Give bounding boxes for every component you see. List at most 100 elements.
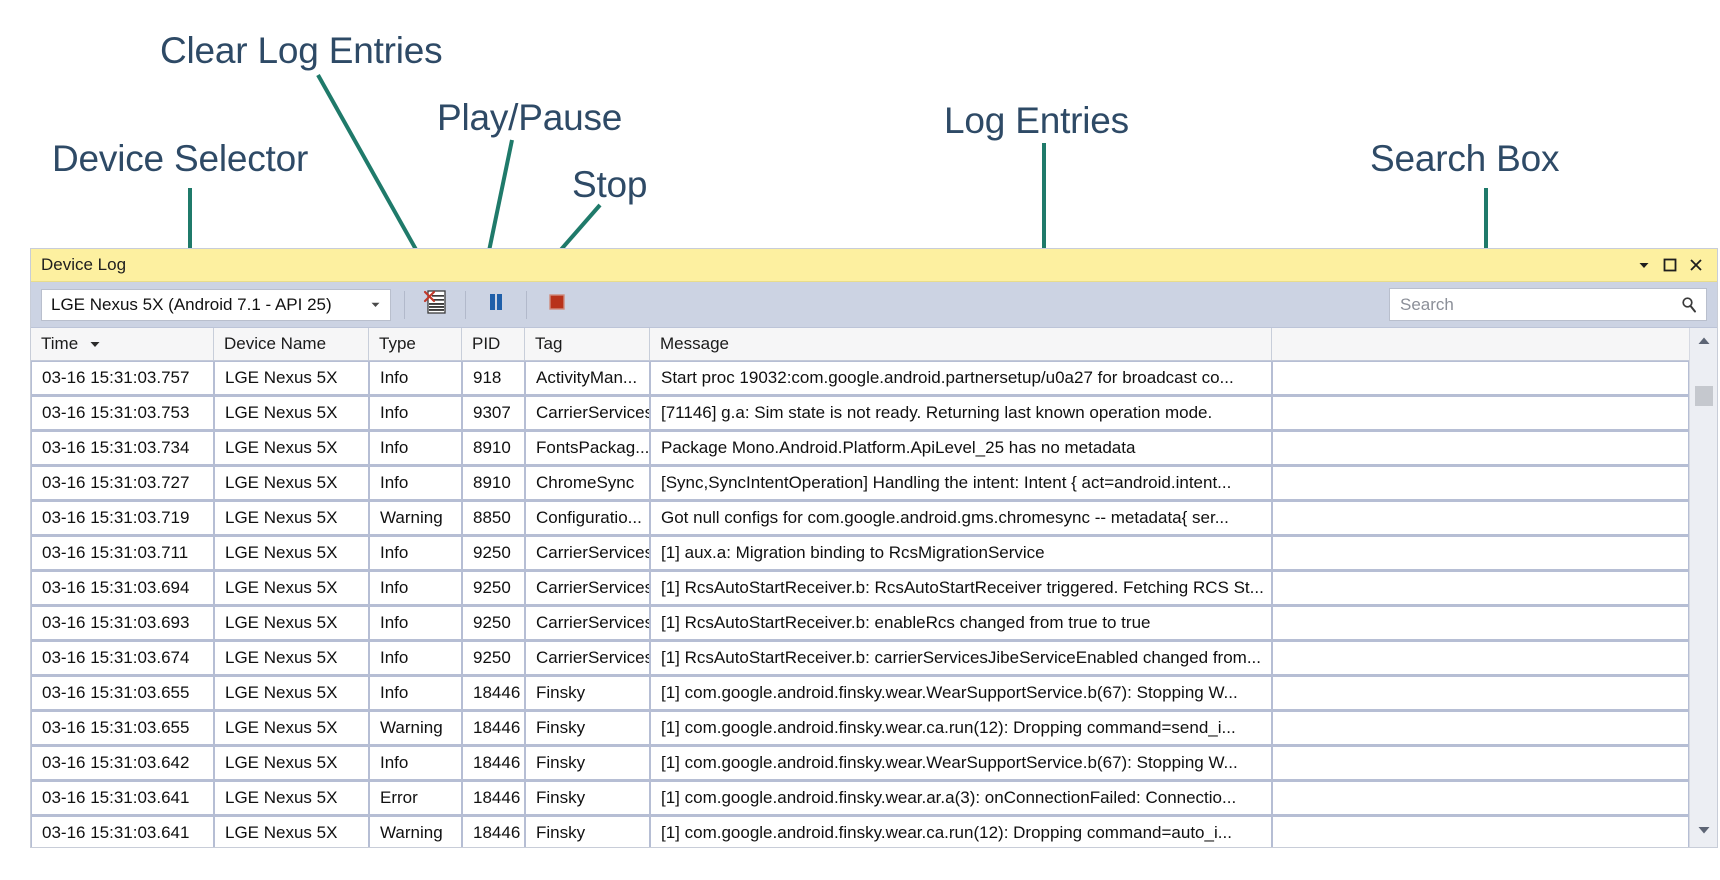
chevron-down-icon[interactable] — [366, 299, 384, 310]
clear-log-button[interactable] — [418, 288, 452, 322]
cell-message: Got null configs for com.google.android.… — [650, 501, 1272, 534]
cell-time: 03-16 15:31:03.642 — [31, 746, 214, 779]
chevron-down-icon[interactable] — [1631, 252, 1657, 278]
window-titlebar: Device Log — [31, 249, 1717, 282]
annotation-label-clear-log-entries: Clear Log Entries — [160, 30, 443, 71]
annotation-label-play-pause: Play/Pause — [437, 97, 623, 138]
cell-type: Info — [369, 676, 462, 709]
cell-extra — [1272, 536, 1689, 569]
toolbar-separator-1 — [404, 290, 405, 319]
search-icon[interactable] — [1676, 292, 1702, 318]
cell-pid: 18446 — [462, 816, 525, 847]
triangle-down-icon — [1697, 823, 1711, 841]
cell-extra — [1272, 431, 1689, 464]
cell-message: [Sync,SyncIntentOperation] Handling the … — [650, 466, 1272, 499]
cell-pid: 9307 — [462, 396, 525, 429]
cell-time: 03-16 15:31:03.734 — [31, 431, 214, 464]
cell-device-name: LGE Nexus 5X — [214, 466, 369, 499]
cell-type: Warning — [369, 711, 462, 744]
stop-button[interactable] — [540, 288, 574, 322]
column-header-extra[interactable] — [1272, 328, 1689, 360]
cell-message: [1] RcsAutoStartReceiver.b: carrierServi… — [650, 641, 1272, 674]
scroll-down-button[interactable] — [1690, 817, 1718, 847]
clear-log-icon — [421, 288, 449, 321]
cell-tag: CarrierServices — [525, 536, 650, 569]
cell-tag: Finsky — [525, 781, 650, 814]
column-header-pid[interactable]: PID — [462, 328, 525, 360]
grid-header-row: Time Device Name Type PID Tag Message — [31, 328, 1689, 361]
cell-pid: 918 — [462, 361, 525, 394]
cell-device-name: LGE Nexus 5X — [214, 501, 369, 534]
cell-type: Info — [369, 746, 462, 779]
cell-device-name: LGE Nexus 5X — [214, 641, 369, 674]
triangle-up-icon — [1697, 334, 1711, 352]
cell-pid: 18446 — [462, 676, 525, 709]
maximize-icon[interactable] — [1657, 252, 1683, 278]
search-box[interactable] — [1389, 288, 1707, 321]
cell-pid: 8910 — [462, 466, 525, 499]
vertical-scrollbar[interactable] — [1689, 328, 1717, 847]
column-header-device-name[interactable]: Device Name — [214, 328, 369, 360]
cell-time: 03-16 15:31:03.655 — [31, 676, 214, 709]
cell-message: [1] aux.a: Migration binding to RcsMigra… — [650, 536, 1272, 569]
cell-tag: ActivityMan... — [525, 361, 650, 394]
cell-time: 03-16 15:31:03.655 — [31, 711, 214, 744]
log-entries-table: Time Device Name Type PID Tag Message — [31, 328, 1717, 847]
play-pause-button[interactable] — [479, 288, 513, 322]
cell-tag: CarrierServices — [525, 641, 650, 674]
cell-time: 03-16 15:31:03.641 — [31, 781, 214, 814]
cell-extra — [1272, 396, 1689, 429]
column-header-time-label: Time — [41, 334, 79, 353]
column-header-type[interactable]: Type — [369, 328, 462, 360]
cell-tag: Configuratio... — [525, 501, 650, 534]
cell-time: 03-16 15:31:03.757 — [31, 361, 214, 394]
cell-extra — [1272, 606, 1689, 639]
cell-pid: 9250 — [462, 641, 525, 674]
cell-type: Info — [369, 466, 462, 499]
scroll-up-button[interactable] — [1690, 328, 1718, 358]
cell-extra — [1272, 361, 1689, 394]
cell-pid: 18446 — [462, 711, 525, 744]
cell-device-name: LGE Nexus 5X — [214, 676, 369, 709]
cell-pid: 9250 — [462, 536, 525, 569]
column-header-tag[interactable]: Tag — [525, 328, 650, 360]
cell-message: [1] RcsAutoStartReceiver.b: enableRcs ch… — [650, 606, 1272, 639]
cell-type: Warning — [369, 501, 462, 534]
cell-message: [1] RcsAutoStartReceiver.b: RcsAutoStart… — [650, 571, 1272, 604]
close-icon[interactable] — [1683, 252, 1709, 278]
cell-message: Start proc 19032:com.google.android.part… — [650, 361, 1272, 394]
cell-message: [1] com.google.android.finsky.wear.WearS… — [650, 676, 1272, 709]
cell-extra — [1272, 816, 1689, 847]
column-header-time[interactable]: Time — [31, 328, 214, 360]
device-selector-combobox[interactable]: LGE Nexus 5X (Android 7.1 - API 25) — [41, 288, 391, 321]
cell-device-name: LGE Nexus 5X — [214, 606, 369, 639]
toolbar-separator-3 — [526, 290, 527, 319]
cell-pid: 18446 — [462, 746, 525, 779]
annotation-label-device-selector: Device Selector — [52, 138, 309, 179]
column-header-message[interactable]: Message — [650, 328, 1272, 360]
cell-type: Info — [369, 396, 462, 429]
cell-extra — [1272, 781, 1689, 814]
cell-type: Warning — [369, 816, 462, 847]
search-input[interactable] — [1398, 293, 1676, 316]
cell-extra — [1272, 711, 1689, 744]
sort-descending-icon — [89, 338, 101, 350]
scrollbar-track[interactable] — [1690, 358, 1718, 817]
cell-tag: Finsky — [525, 746, 650, 779]
scrollbar-thumb[interactable] — [1694, 386, 1713, 406]
